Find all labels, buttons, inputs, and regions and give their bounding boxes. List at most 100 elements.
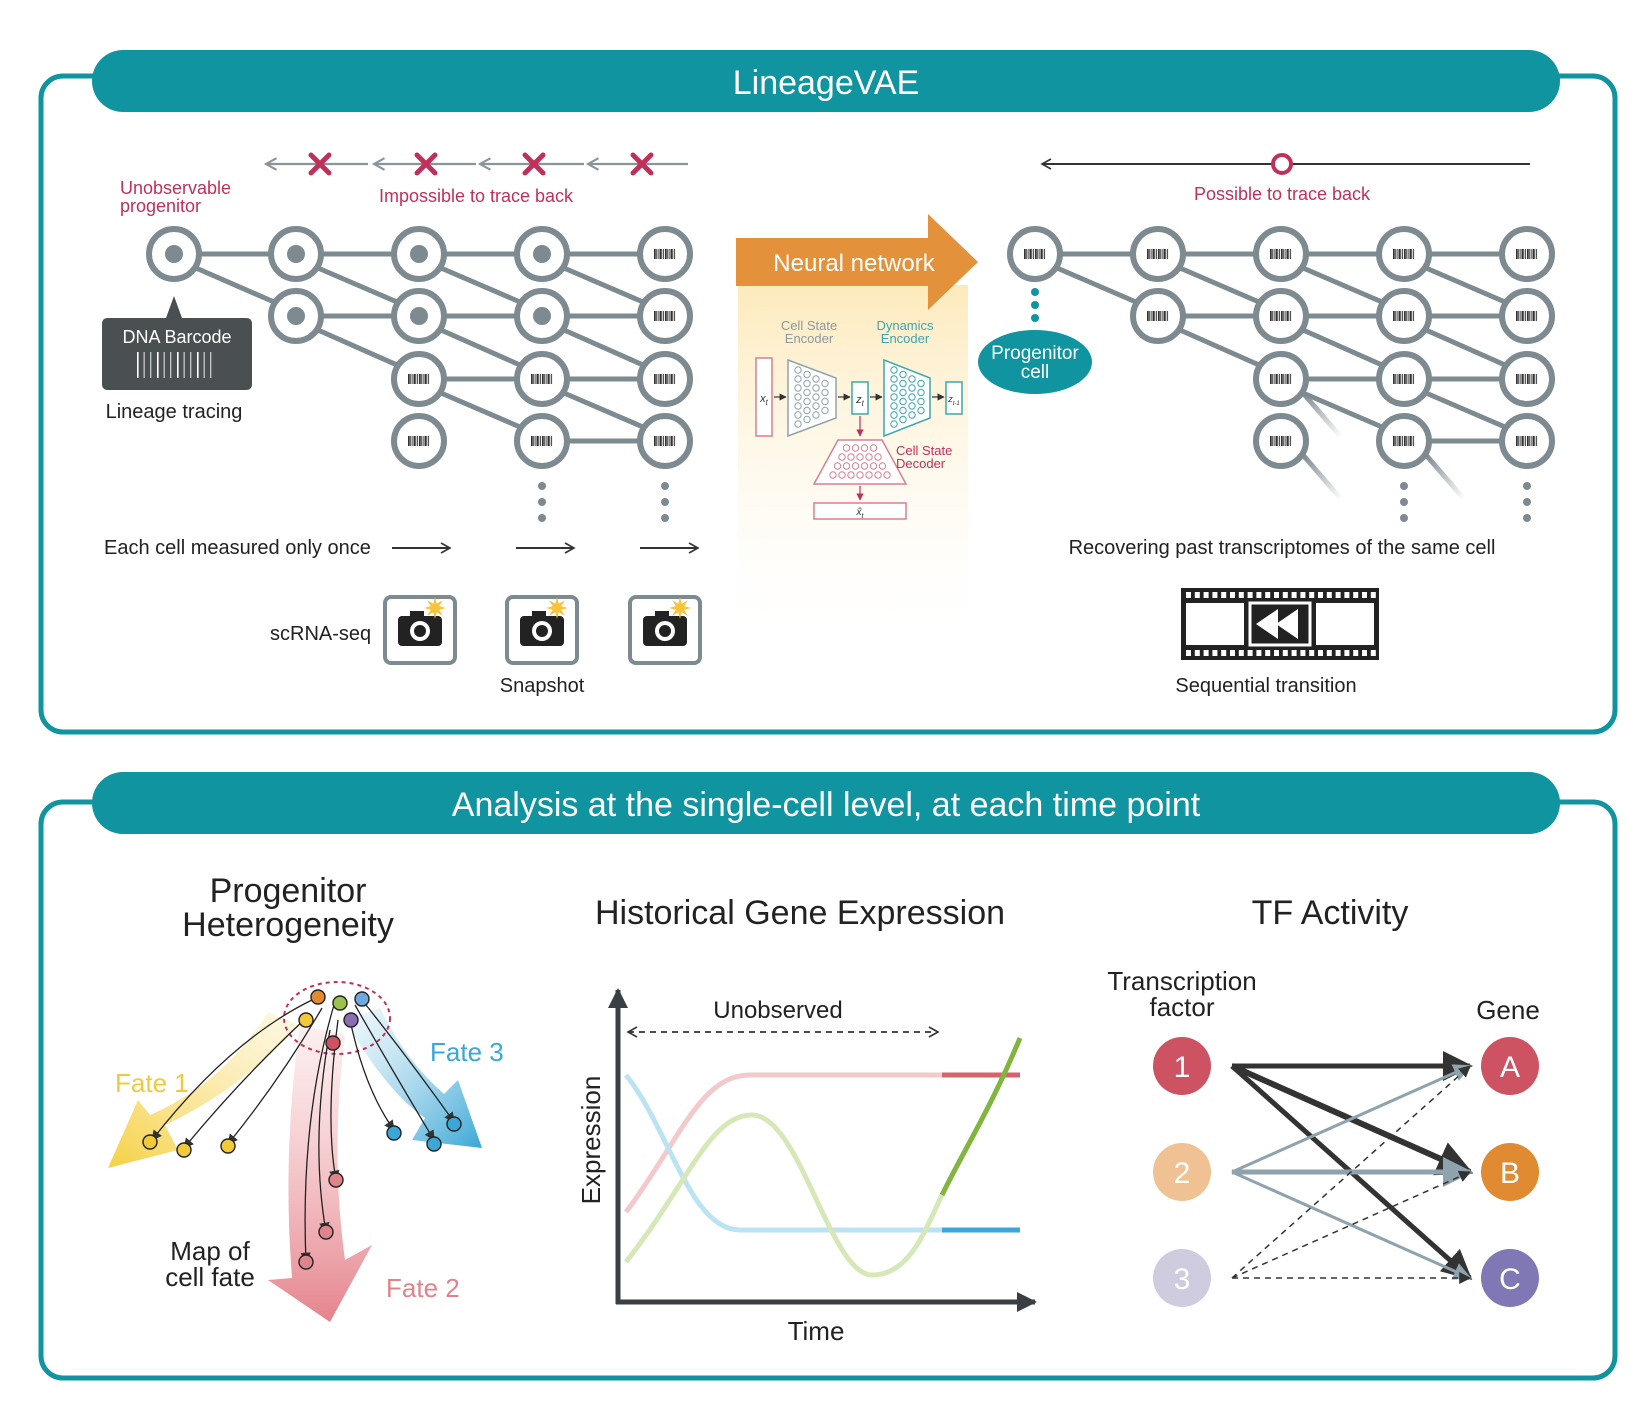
historical-title: Historical Gene Expression: [595, 894, 1005, 932]
barcode-bar: [1530, 374, 1532, 384]
nn-node: [851, 444, 860, 452]
barcode-bar: [661, 249, 663, 259]
barcode-bar: [657, 436, 659, 446]
fate-trajectories: [142, 989, 462, 1270]
nn-node: [890, 393, 898, 401]
barcode-bar: [413, 374, 416, 384]
barcode-bar: [1400, 374, 1402, 384]
barcode-bar: [663, 436, 665, 446]
barcode-bar: [1404, 374, 1406, 384]
nn-node: [812, 411, 820, 419]
gene-node-B: B: [1481, 1143, 1539, 1201]
barcode-bar: [540, 374, 542, 384]
barcode-bar: [1270, 249, 1272, 259]
nn-node: [865, 453, 873, 461]
barcode-bar: [1029, 249, 1032, 259]
barcode-bar: [1534, 311, 1536, 321]
barcode-bar: [1400, 311, 1402, 321]
barcode-bar: [672, 249, 674, 259]
barcode-bar: [1413, 436, 1415, 446]
barcode-bar: [1154, 249, 1156, 259]
cell-barcode: [1376, 288, 1432, 344]
barcode-bar: [1402, 249, 1404, 259]
barcode-bar: [1525, 249, 1527, 259]
ellipsis-dot: [1523, 498, 1531, 506]
barcode-bar: [1279, 436, 1281, 446]
barcode-bar: [1413, 311, 1415, 321]
barcode-bar: [1277, 311, 1279, 321]
barcode-bar: [1411, 374, 1413, 384]
cross-icon: [414, 152, 438, 176]
barcode-bar: [534, 374, 536, 384]
tf-edge: [1231, 1065, 1471, 1279]
barcode-bar: [663, 311, 665, 321]
barcode-bar: [1290, 249, 1292, 259]
barcode-bar: [177, 352, 179, 378]
barcode-bar: [654, 436, 656, 446]
barcode-bar: [1156, 249, 1158, 259]
barcode-bar: [422, 374, 424, 384]
barcode-bar: [1523, 436, 1525, 446]
barcode-bar: [531, 436, 533, 446]
nn-node: [847, 471, 855, 479]
fate-trajectory: [349, 1019, 395, 1131]
barcode-bar: [672, 311, 674, 321]
nn-node: [812, 402, 820, 410]
nn-node: [917, 388, 925, 397]
nn-node: [908, 411, 916, 419]
barcode-bar: [1270, 436, 1272, 446]
barcode-bar: [1516, 249, 1518, 259]
barcode-bar: [413, 436, 416, 446]
barcode-bar: [674, 374, 676, 384]
cell-barcode: [514, 351, 570, 407]
barcode-bar: [1405, 436, 1407, 446]
barcode-bar: [1148, 249, 1150, 259]
barcode-bar: [1393, 311, 1395, 321]
barcode-bar: [1154, 311, 1156, 321]
cross-icon: [630, 152, 654, 176]
nn-node: [899, 388, 907, 397]
gene-node-C: C: [1481, 1249, 1539, 1307]
barcode-bar: [1534, 374, 1536, 384]
barcode-bar: [536, 374, 539, 384]
barcode-bar: [1519, 249, 1521, 259]
barcode-bar: [1158, 311, 1160, 321]
ellipsis-dot: [538, 514, 546, 522]
cell-dot: [332, 995, 348, 1011]
barcode-bar: [1284, 436, 1286, 446]
barcode-bar: [665, 249, 667, 259]
barcode-bar: [531, 374, 533, 384]
barcode-bar: [419, 436, 421, 446]
ellipsis-dot: [661, 482, 669, 490]
barcode-bar: [417, 374, 419, 384]
barcode-bar: [1394, 436, 1396, 446]
tf-edge: [1231, 1064, 1472, 1174]
barcode-bar: [1396, 311, 1398, 321]
fate-trajectory: [151, 999, 313, 1141]
barcode-bar: [1517, 436, 1519, 446]
cell-barcode: [1376, 226, 1432, 282]
ellipsis-dot: [538, 482, 546, 490]
nn-node: [874, 471, 882, 479]
nn-node: [908, 375, 916, 383]
barcode-bar: [1409, 436, 1412, 446]
barcode-bar: [1532, 436, 1535, 446]
nn-node: [890, 402, 898, 410]
bottom-panel: Analysis at the single-cell level, at ea…: [38, 772, 1618, 1381]
barcode-bar: [1163, 311, 1166, 321]
cell-barcode: [1499, 351, 1555, 407]
cell-nucleus: [268, 226, 324, 282]
barcode-bar: [422, 436, 424, 446]
barcode-bar: [1273, 311, 1275, 321]
barcode-bar: [411, 436, 413, 446]
barcode-bar: [150, 352, 152, 378]
cell-state-decoder-shape: [812, 439, 908, 485]
barcode-bar: [1275, 436, 1278, 446]
barcode-bar: [659, 374, 662, 384]
barcode-bar: [668, 311, 670, 321]
barcode-bar: [1288, 374, 1290, 384]
barcode-bar: [1165, 249, 1167, 259]
fading-link: [1423, 452, 1467, 502]
cell-dot: [426, 1136, 442, 1152]
